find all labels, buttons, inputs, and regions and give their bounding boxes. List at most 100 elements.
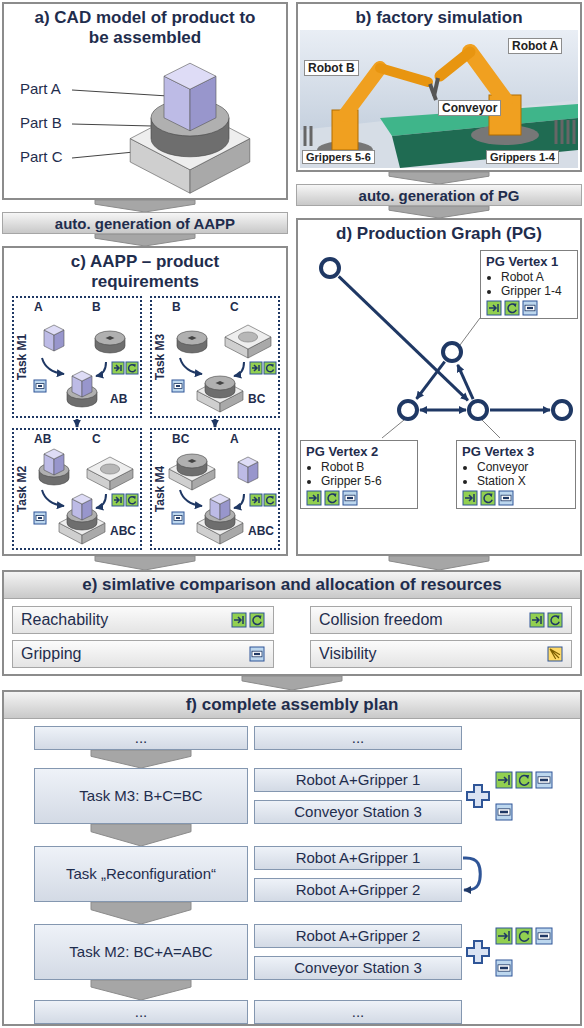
icon-row	[249, 646, 265, 662]
panel: d) Production Graph (PG)PG Vertex 1Robot…	[296, 218, 582, 556]
rot-icon	[264, 362, 276, 374]
criterion-box: Reachability	[12, 606, 274, 634]
icon-frame	[250, 647, 264, 661]
icon-stroke	[333, 494, 337, 498]
icon-frame	[343, 491, 357, 505]
plus-symbol	[467, 785, 489, 807]
part-letter: ABC	[248, 524, 274, 538]
rot-icon	[126, 494, 138, 506]
part-letter: ABC	[110, 524, 136, 538]
panel: a) CAD model of product to be assembled	[2, 2, 288, 200]
flow-chevron	[242, 676, 342, 690]
part-letter: A	[230, 432, 239, 446]
part-letter: A	[34, 300, 43, 314]
icon-stroke	[551, 616, 559, 624]
panel: b) factory simulation	[296, 2, 582, 172]
assembly-arrow	[42, 490, 64, 506]
vertex-item: Robot B	[321, 460, 413, 474]
leader-line	[72, 152, 134, 158]
part-face	[177, 331, 207, 345]
robot-arm	[470, 52, 505, 100]
vertex-title: PG Vertex 3	[462, 444, 571, 459]
part-hole	[106, 336, 115, 340]
icon-stroke	[38, 385, 42, 387]
part-face	[177, 454, 207, 468]
graph-edge	[458, 365, 473, 399]
panel-title: b) factory simulation	[298, 4, 580, 32]
panel-title: e) simlative comparison and allocation o…	[4, 572, 580, 599]
icon-frame	[325, 491, 339, 505]
icon-stroke	[271, 364, 274, 367]
icon-frame	[523, 301, 537, 315]
icon-stroke	[500, 811, 508, 814]
vertex-item: Conveyor	[477, 460, 571, 474]
task-title: Task M4	[152, 430, 168, 548]
task-drawing	[34, 449, 138, 544]
plan-step: Conveyor Station 3	[294, 959, 422, 977]
callout-line	[482, 420, 500, 438]
icon-stroke	[129, 497, 136, 504]
criterion-box: Visibility	[310, 640, 572, 668]
vertex-item: Gripper 1-4	[501, 284, 573, 298]
icon-frame	[496, 772, 512, 788]
flow-chevron	[95, 234, 195, 246]
vertex-item: Station X	[477, 474, 571, 488]
panel: c) AAPP – product requirementsTask M1Tas…	[2, 246, 288, 556]
graph-vertex	[553, 401, 571, 419]
icon-stroke	[538, 933, 550, 939]
image-label: Conveyor	[438, 100, 501, 116]
icon-stroke	[129, 365, 136, 372]
plan-box: Task M2: BC+A=ABC	[34, 924, 248, 980]
icon-row	[486, 300, 538, 316]
assembly-arrow	[96, 494, 106, 508]
plan-step: Task M2: BC+A=ABC	[69, 943, 212, 961]
grip-icon	[250, 647, 264, 661]
reach-icon	[463, 491, 477, 505]
rot-icon	[250, 613, 264, 627]
part-label: Part B	[20, 114, 62, 131]
icon-stroke	[176, 385, 180, 387]
criterion-box: Gripping	[12, 640, 274, 668]
icon-stroke	[36, 384, 44, 389]
part-face	[87, 457, 133, 481]
icon-frame	[481, 491, 495, 505]
flow-arrow	[76, 419, 79, 427]
plan-box: Robot A+Gripper 1	[254, 846, 462, 870]
graph-edge	[417, 362, 445, 399]
image-label: Robot B	[304, 60, 359, 76]
rot-icon	[126, 362, 138, 374]
graph-vertex	[443, 343, 461, 361]
part-label: Part C	[20, 148, 63, 165]
product-model	[130, 63, 250, 193]
task-drawing	[34, 325, 138, 407]
gripper-rack	[305, 120, 574, 146]
reach-icon	[530, 613, 544, 627]
icon-frame	[505, 301, 519, 315]
flow-chevron	[95, 556, 195, 570]
vertex-list: Robot BGripper 5-6	[306, 460, 413, 488]
assembly-arrow	[234, 494, 244, 508]
reach-icon	[250, 494, 262, 506]
icon-stroke	[271, 496, 274, 499]
part-hole	[188, 336, 197, 340]
plan-step: Robot A+Gripper 2	[296, 927, 421, 945]
graph-edge	[420, 409, 466, 412]
criterion-text: Gripping	[21, 645, 81, 663]
plan-step: ...	[352, 729, 365, 747]
icon-stroke	[234, 616, 243, 624]
task-title: Task M1	[14, 298, 30, 416]
icon-row	[462, 490, 514, 506]
reach-icon	[232, 613, 246, 627]
criterion-box: Collision freedom	[310, 606, 572, 634]
part-face	[205, 376, 235, 390]
icon-stroke	[519, 776, 528, 786]
rot-icon	[505, 301, 519, 315]
icon-stroke	[489, 304, 498, 312]
part-face	[164, 63, 216, 89]
graph-vertex	[469, 401, 487, 419]
vertex-title: PG Vertex 2	[306, 444, 413, 459]
assembly-arrow	[42, 358, 64, 374]
part-face	[72, 371, 92, 381]
icon-frame	[34, 380, 46, 392]
icon-frame	[516, 772, 532, 788]
